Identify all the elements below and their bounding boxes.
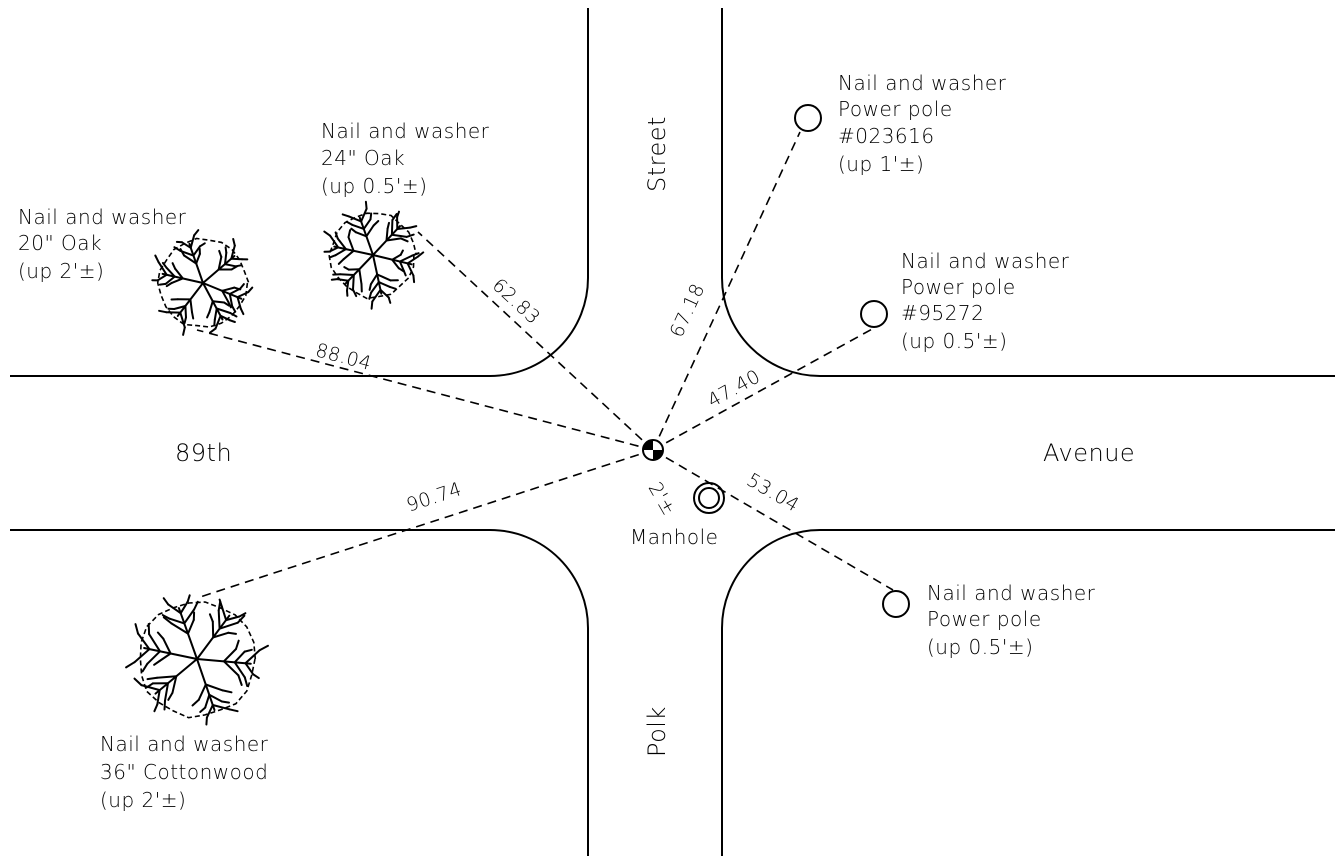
distance-pole-se: 53.04 <box>743 469 803 517</box>
power-pole-ne-icon <box>860 300 888 328</box>
power-pole-nw-icon <box>794 104 822 132</box>
tie-lines <box>196 131 894 599</box>
note-pole-nw-line-1: Nail and washer <box>838 71 1007 95</box>
note-pole-ne-line-2: Power pole <box>901 275 1016 299</box>
note-pole-ne: Nail and washer Power pole #95272 (up 0.… <box>901 249 1070 353</box>
note-oak24-line-2: 24" Oak <box>321 146 405 170</box>
note-pole-nw-line-4: (up 1'±) <box>838 152 924 176</box>
note-pole-se-line-3: (up 0.5'±) <box>927 635 1033 659</box>
distance-pole-nw: 67.18 <box>666 280 710 341</box>
note-pole-ne-line-4: (up 0.5'±) <box>901 329 1007 353</box>
road-edge-ne <box>721 8 1335 377</box>
manhole-icon <box>693 482 725 514</box>
note-pole-ne-line-1: Nail and washer <box>901 249 1070 273</box>
distance-oak20: 88.04 <box>313 339 374 375</box>
distance-manhole-offset: 2'± <box>644 479 680 520</box>
control-point-icon <box>642 439 664 461</box>
tie-line-pole-se <box>652 449 894 591</box>
distance-cottonwood: 90.74 <box>404 478 465 517</box>
note-pole-se: Nail and washer Power pole (up 0.5'±) <box>927 581 1096 659</box>
note-oak24-line-1: Nail and washer <box>321 119 490 143</box>
note-oak20-line-3: (up 2'±) <box>18 259 104 283</box>
tie-line-oak20 <box>196 329 654 451</box>
note-oak20: Nail and washer 20" Oak (up 2'±) <box>18 205 187 283</box>
oak-20-tree-icon <box>151 229 254 336</box>
note-pole-nw-line-3: #023616 <box>838 124 935 148</box>
cottonwood-tree-icon <box>125 594 269 726</box>
oak-24-tree-icon <box>323 200 425 310</box>
note-cottonwood-line-3: (up 2'±) <box>100 788 186 812</box>
note-pole-nw: Nail and washer Power pole #023616 (up 1… <box>838 71 1007 176</box>
manhole-label: Manhole <box>630 525 718 549</box>
note-oak20-line-2: 20" Oak <box>18 231 102 255</box>
note-oak20-line-1: Nail and washer <box>18 205 187 229</box>
street-name-polk: Polk <box>643 706 671 757</box>
road-edge-sw <box>10 529 589 856</box>
road-edges <box>10 8 1335 856</box>
tie-line-cottonwood <box>196 449 654 599</box>
note-oak24-line-3: (up 0.5'±) <box>321 174 427 198</box>
note-pole-ne-line-3: #95272 <box>901 301 984 325</box>
tie-line-pole-ne <box>652 327 875 451</box>
tie-line-oak24 <box>417 231 654 451</box>
note-pole-nw-line-2: Power pole <box>838 97 953 121</box>
note-cottonwood-line-1: Nail and washer <box>100 732 269 756</box>
tie-line-pole-nw <box>652 131 801 451</box>
road-edge-se <box>721 529 1335 856</box>
note-pole-se-line-1: Nail and washer <box>927 581 1096 605</box>
road-edge-nw <box>10 8 589 377</box>
street-name-avenue: Avenue <box>1043 439 1135 467</box>
street-name-89th: 89th <box>175 439 232 467</box>
note-pole-se-line-2: Power pole <box>927 607 1042 631</box>
distance-oak24: 62.83 <box>488 274 545 329</box>
note-cottonwood-line-2: 36" Cottonwood <box>100 760 268 784</box>
note-cottonwood: Nail and washer 36" Cottonwood (up 2'±) <box>100 732 269 812</box>
note-oak24: Nail and washer 24" Oak (up 0.5'±) <box>321 119 490 198</box>
street-name-street: Street <box>643 116 671 192</box>
power-pole-se-icon <box>882 590 910 618</box>
